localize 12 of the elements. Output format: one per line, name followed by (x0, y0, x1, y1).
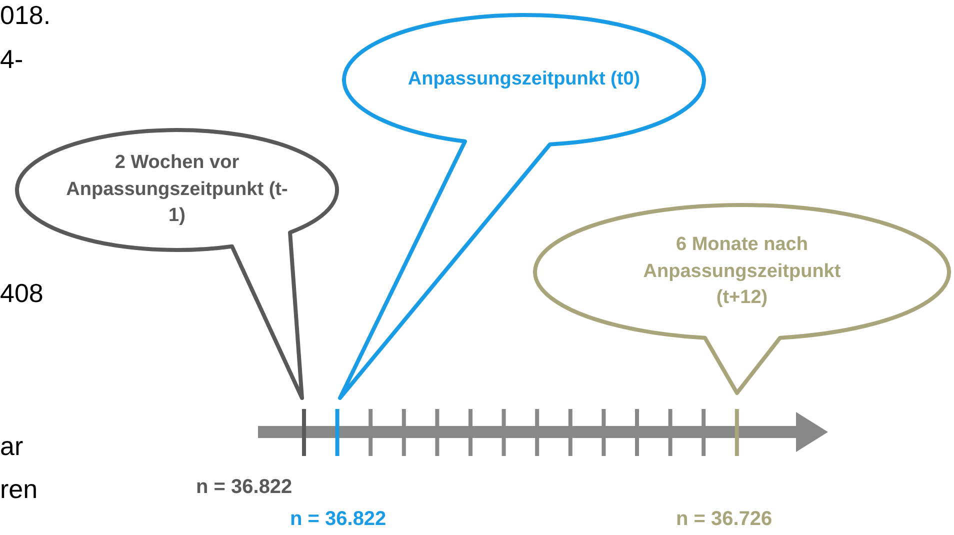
bubble-text: Anpassungszeitpunkt (t0) (406, 68, 642, 92)
bubble-text: 6 Monate nach Anpassungszeitpunkt (t+12) (642, 233, 842, 310)
speech-bubble (530, 200, 954, 398)
sample-size-label: n = 36.726 (676, 508, 772, 531)
body-text: 4- (0, 44, 24, 75)
body-text: ren (0, 474, 38, 505)
sample-size-label: n = 36.822 (196, 476, 292, 499)
sample-size-label: n = 36.822 (290, 508, 386, 531)
bubble-text: 2 Wochen vor Anpassungszeitpunkt (t-1) (65, 151, 289, 228)
body-text: 408 (0, 278, 44, 309)
body-text: ar (0, 431, 24, 462)
body-text: 018. (0, 0, 51, 31)
